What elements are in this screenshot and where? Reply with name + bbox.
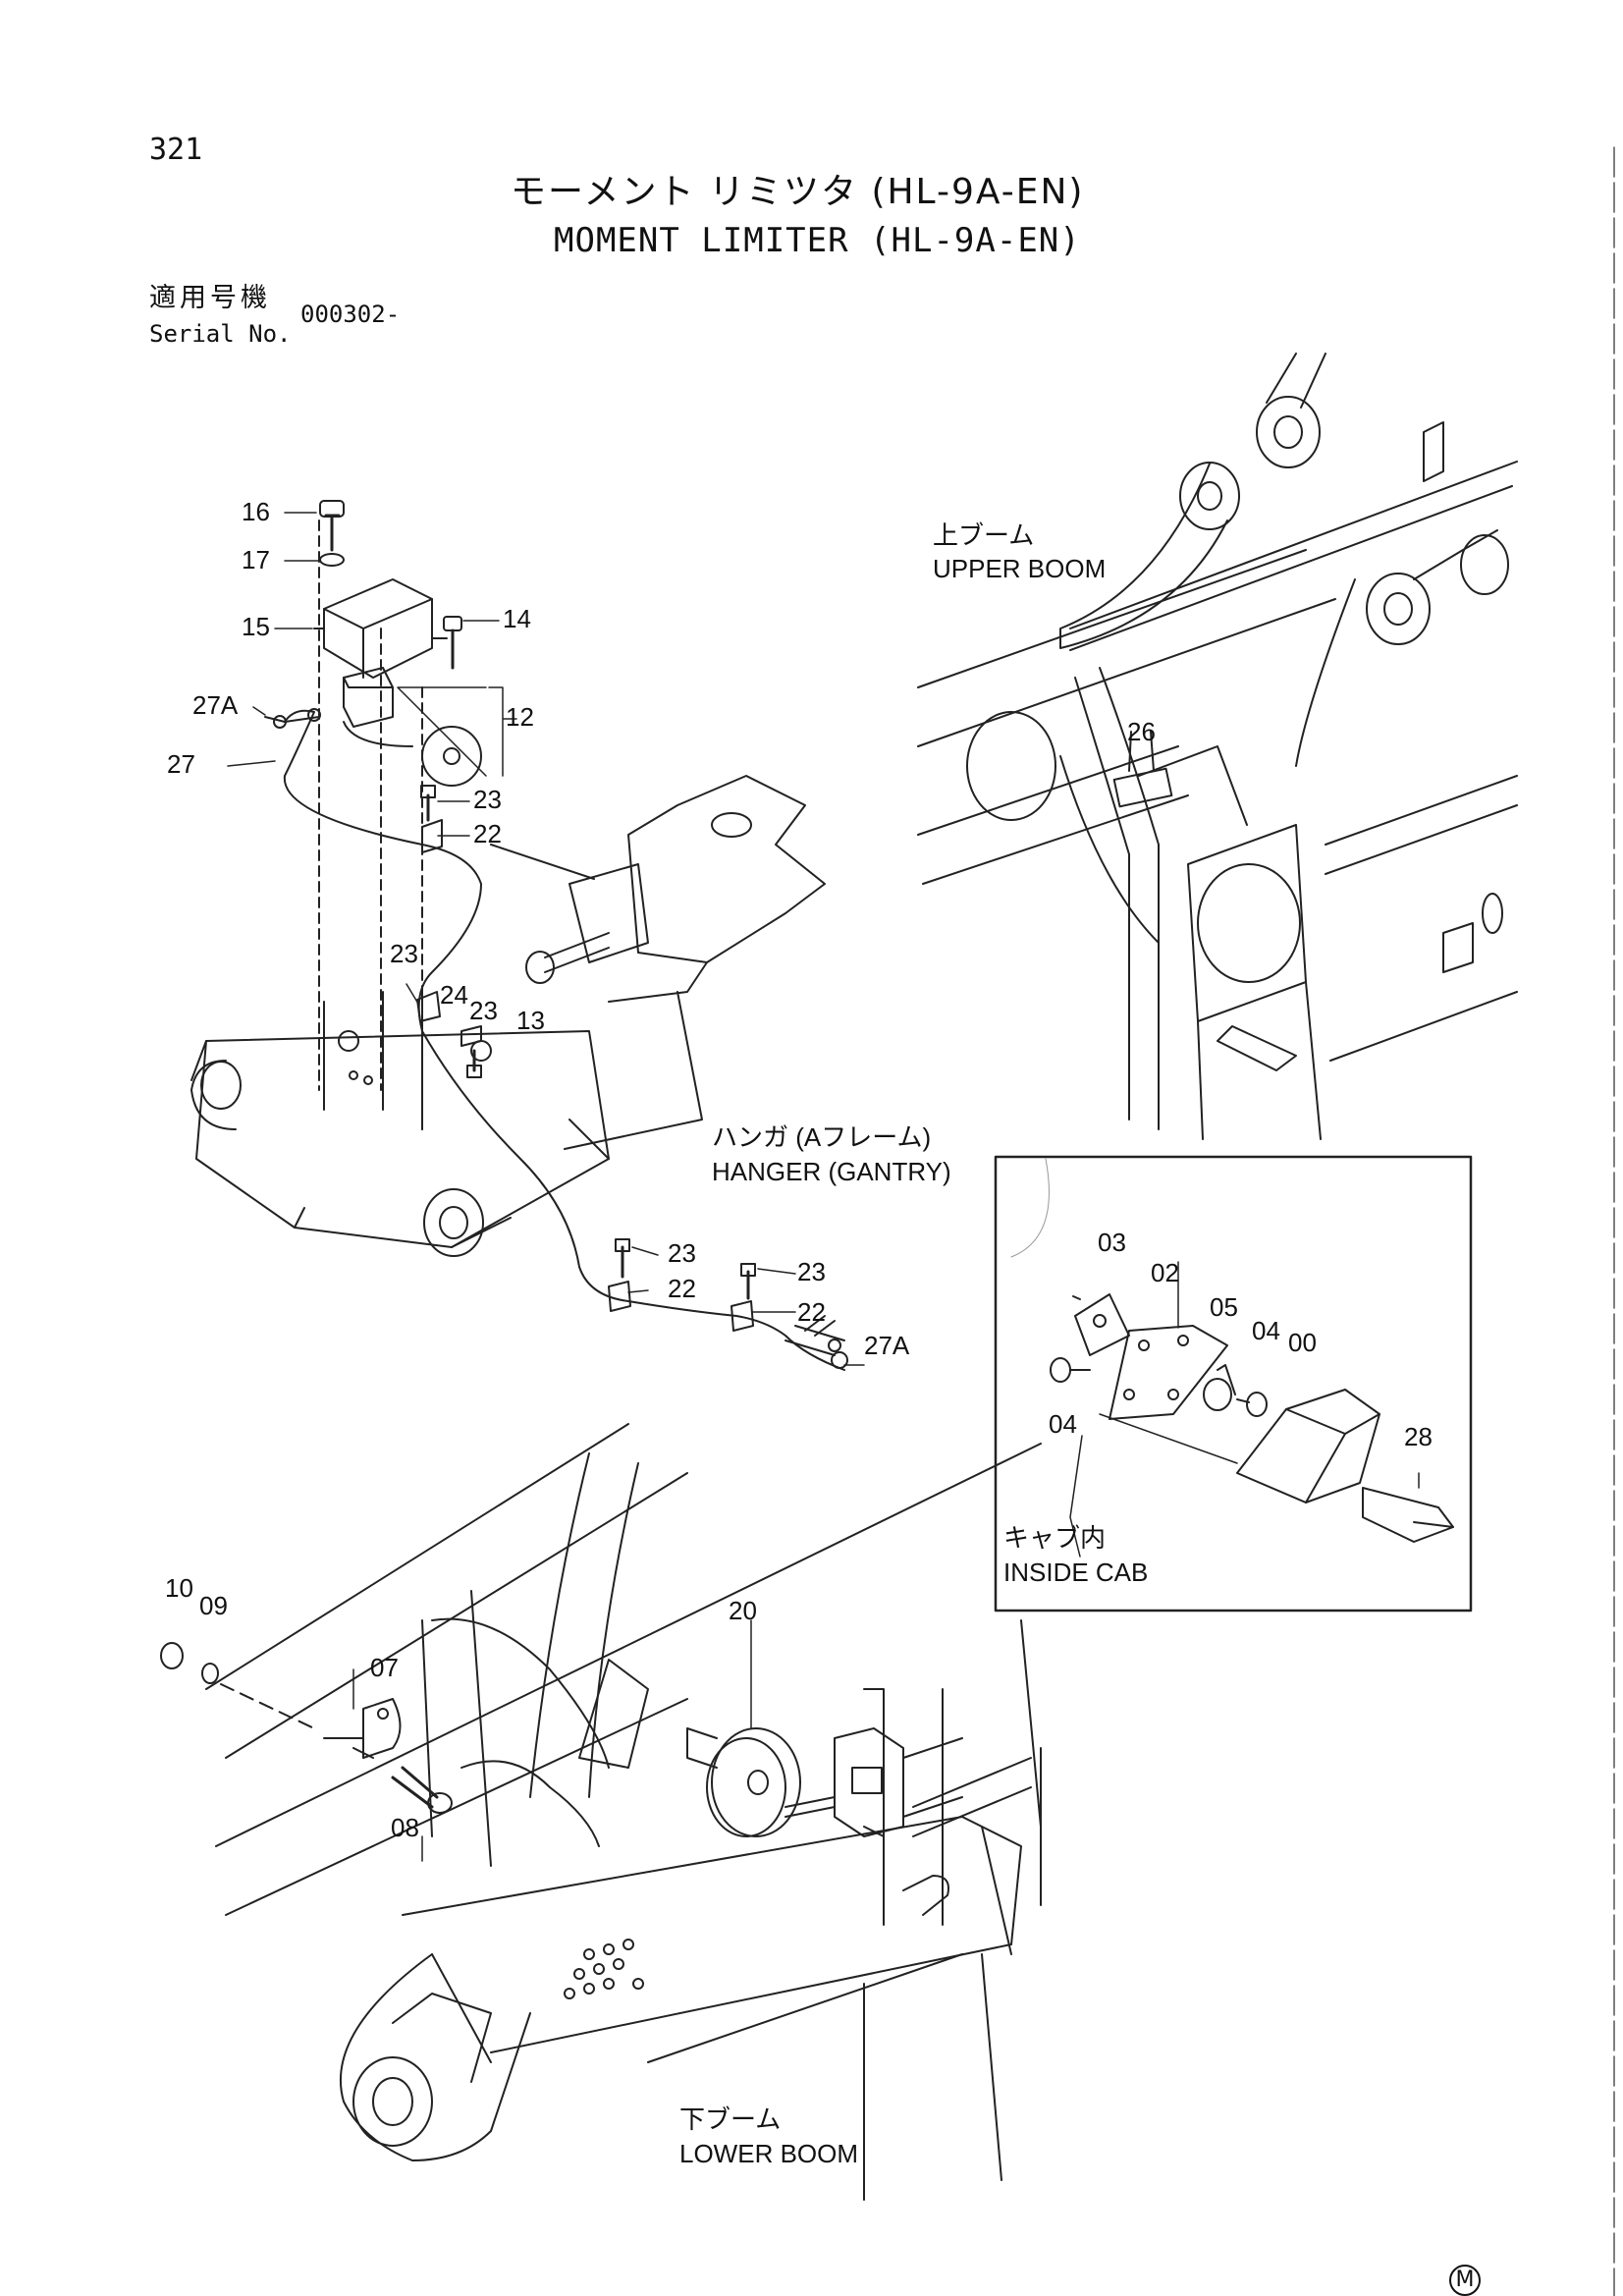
part-number-02: 02 (1151, 1258, 1179, 1287)
part-number-22-a: 22 (473, 819, 502, 848)
part-number-05: 05 (1210, 1292, 1238, 1322)
footer-m-mark: M (1449, 2265, 1481, 2296)
upper-boom-label-en: UPPER BOOM (933, 554, 1107, 583)
inside-cab-drawing (994, 1155, 1473, 1613)
part-number-03: 03 (1098, 1228, 1126, 1257)
part-number-07: 07 (370, 1653, 399, 1682)
part-number-17: 17 (242, 545, 270, 574)
inside-cab-label-jp: キャブ内 (1003, 1523, 1107, 1553)
hanger-label-jp: ハンガ (Aフレーム) (712, 1122, 932, 1152)
part-number-28: 28 (1404, 1422, 1433, 1451)
part-number-04-a: 04 (1252, 1316, 1280, 1345)
part-number-08: 08 (391, 1813, 419, 1842)
part-number-27: 27 (167, 749, 195, 779)
page-number: 321 (149, 133, 203, 167)
serial-label-jp: 適用号機 (149, 283, 271, 313)
part-number-22-b: 22 (668, 1274, 696, 1303)
part-number-27a-bottom: 27A (864, 1331, 910, 1360)
hanger-drawing (190, 500, 848, 1371)
inside-cab-label-en: INSIDE CAB (1003, 1558, 1149, 1587)
part-number-09: 09 (199, 1591, 228, 1620)
lower-boom-label-jp: 下ブーム (679, 2105, 782, 2134)
part-number-14: 14 (503, 604, 531, 633)
part-number-10: 10 (165, 1573, 193, 1603)
part-number-00: 00 (1288, 1328, 1317, 1357)
part-number-23-a: 23 (473, 785, 502, 814)
part-number-16: 16 (242, 497, 270, 526)
part-number-20: 20 (729, 1596, 757, 1625)
part-number-04-b: 04 (1049, 1409, 1077, 1439)
upper-boom-drawing (917, 353, 1518, 1140)
lower-boom-label-en: LOWER BOOM (679, 2139, 859, 2168)
page-title-en: MOMENT LIMITER (HL-9A-EN) (554, 221, 1081, 260)
part-number-13: 13 (516, 1006, 545, 1035)
part-number-22-c: 22 (797, 1297, 826, 1327)
part-number-23-e: 23 (797, 1257, 826, 1286)
serial-label-en: Serial No. (149, 320, 292, 348)
part-number-12: 12 (506, 702, 534, 732)
part-number-23-d: 23 (668, 1238, 696, 1268)
part-number-23-c: 23 (469, 996, 498, 1025)
part-number-15: 15 (242, 612, 270, 641)
serial-value: 000302- (300, 301, 401, 328)
lower-boom-drawing (160, 1423, 1042, 2201)
hanger-label-en: HANGER (GANTRY) (712, 1157, 951, 1186)
page-title-jp: モーメント リミツタ (HL-9A-EN) (511, 172, 1085, 212)
part-number-24: 24 (440, 980, 468, 1010)
part-number-26: 26 (1127, 717, 1156, 746)
part-number-27a-top: 27A (192, 690, 239, 720)
part-number-23-b: 23 (390, 939, 418, 968)
upper-boom-label-jp: 上ブーム (933, 520, 1035, 550)
leader-lines (227, 512, 865, 1366)
